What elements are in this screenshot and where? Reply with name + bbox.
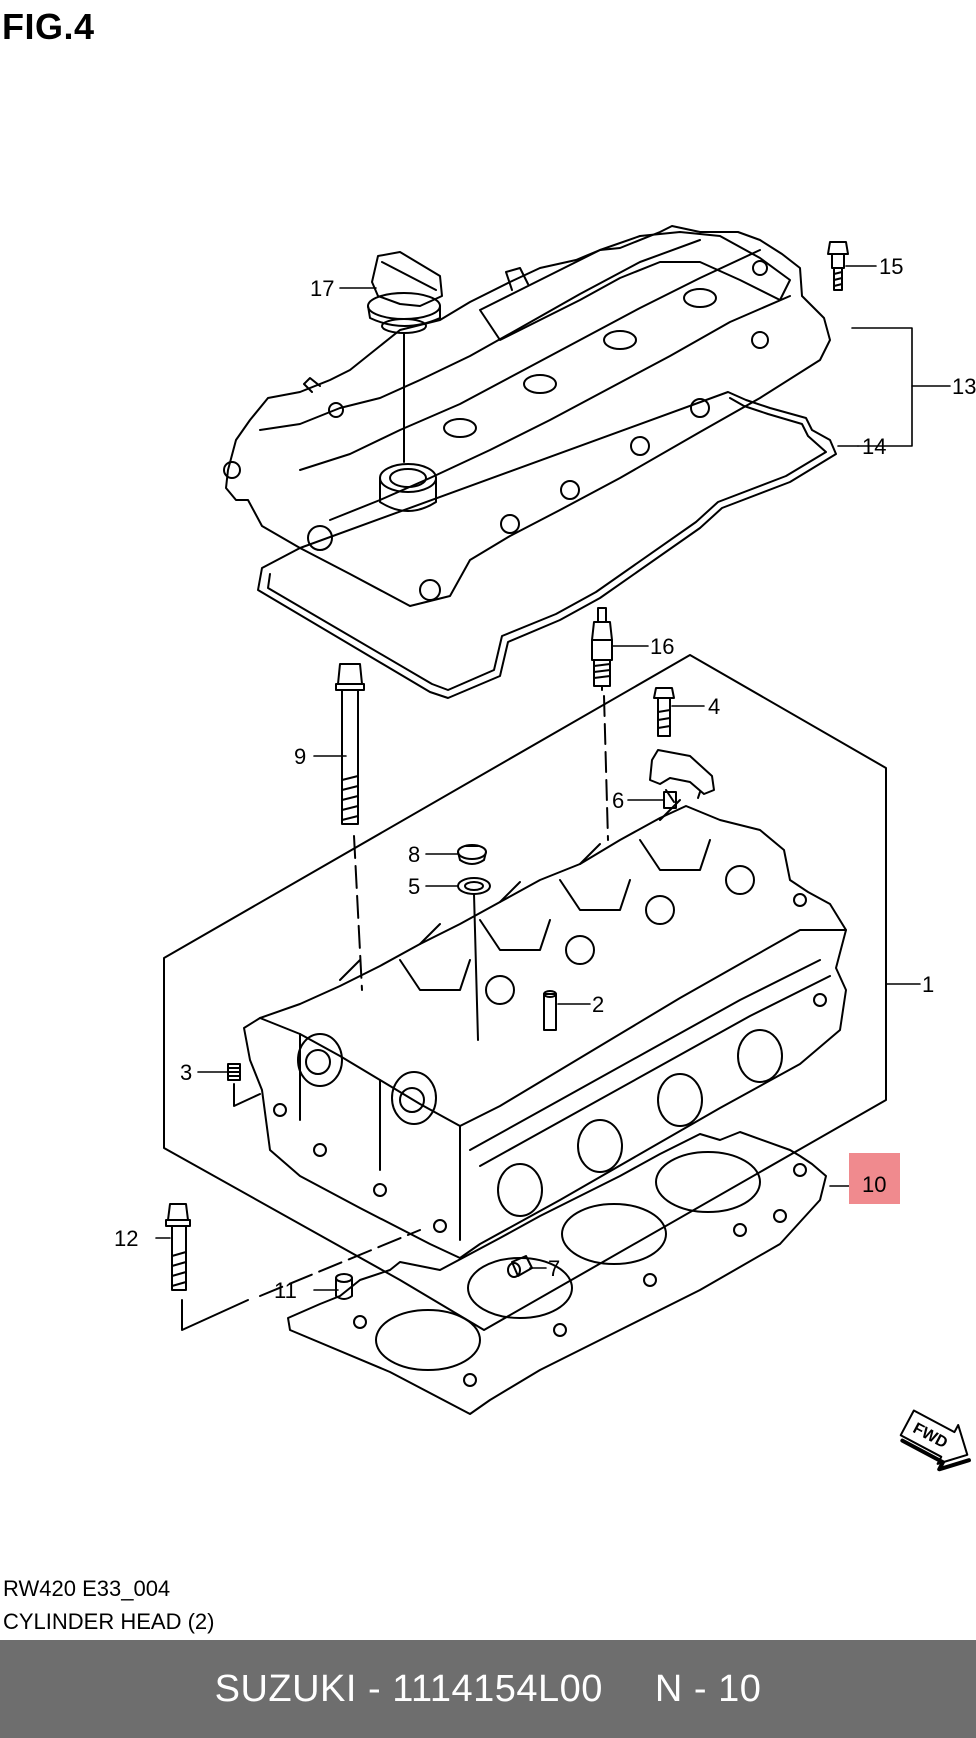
callout-10-highlight [849, 1153, 900, 1204]
bolt-4 [653, 687, 675, 737]
bolt-12-bracket [181, 1299, 249, 1331]
leader-lines [155, 265, 951, 1291]
callout-13: 13 [952, 374, 976, 399]
reference-title: CYLINDER HEAD (2) [3, 1609, 215, 1634]
callout-14: 14 [862, 434, 886, 459]
callout-11: 11 [274, 1278, 297, 1303]
footer-brand-part: SUZUKI - 1114154L00 [214, 1667, 603, 1710]
callout-15: 15 [879, 254, 903, 279]
bolt-12-dashed-line [259, 1229, 421, 1297]
callout-17: 17 [310, 276, 334, 301]
spark-plug [591, 607, 613, 841]
bolt-15 [827, 241, 849, 291]
callout-12: 12 [114, 1226, 138, 1251]
assembly-boundary [163, 654, 887, 1331]
figure-title: FIG.4 [2, 6, 95, 47]
footer-position: N - 10 [654, 1667, 762, 1710]
callout-7: 7 [548, 1256, 560, 1281]
callout-1: 1 [922, 972, 934, 997]
footer-bar: SUZUKI - 1114154L00 N - 10 [0, 1640, 976, 1738]
callout-2: 2 [592, 992, 604, 1017]
callout-10: 10 [862, 1172, 886, 1197]
callout-3: 3 [180, 1060, 192, 1085]
plug-3-bracket [233, 1083, 261, 1107]
plug-3 [227, 1063, 241, 1081]
cylinder-head [243, 799, 847, 1259]
callout-16: 16 [650, 634, 674, 659]
dowel-11 [335, 1273, 353, 1300]
exploded-parts-diagram: FWD 17 15 13 14 16 4 9 6 8 5 1 2 3 10 12… [114, 225, 976, 1472]
fwd-arrow-icon [899, 1409, 971, 1472]
reference-code: RW420 E33_004 [3, 1576, 171, 1601]
seal-5 [457, 877, 491, 1041]
plug-8 [457, 844, 487, 865]
oil-filler-cap [367, 251, 443, 463]
callout-4: 4 [708, 694, 720, 719]
bolt-12 [165, 1203, 191, 1291]
callout-6: 6 [612, 788, 624, 813]
callout-9: 9 [294, 744, 306, 769]
camshaft-bracket [649, 749, 715, 809]
head-bolt-9 [335, 663, 365, 991]
valve-cover [223, 225, 837, 699]
head-gasket [287, 1131, 827, 1415]
callout-5: 5 [408, 874, 420, 899]
callout-8: 8 [408, 842, 420, 867]
